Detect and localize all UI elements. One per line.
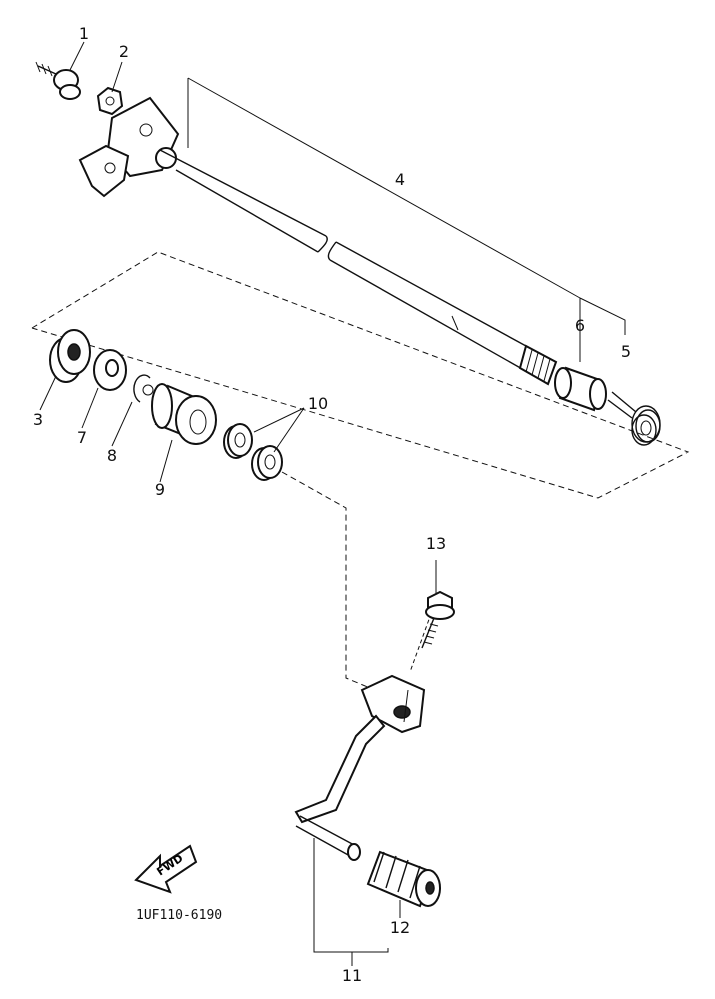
assembly-centerline [281, 471, 437, 689]
callout-2: 2 [118, 42, 130, 61]
callout-13: 13 [425, 534, 447, 553]
bolt-icon [421, 590, 455, 649]
collar-icon [554, 366, 607, 412]
shift-pedal-icon [294, 674, 426, 861]
spring-icon [607, 391, 661, 446]
callout-6: 6 [574, 316, 586, 335]
drawing-code: 1UF110-6190 [136, 908, 223, 923]
callout-12: 12 [389, 918, 411, 937]
callout-7: 7 [76, 428, 88, 447]
circlip-icon [133, 374, 154, 403]
collar-icon [151, 383, 217, 445]
oil-seal-icon [223, 423, 253, 459]
callout-10: 10 [307, 394, 329, 413]
callout-9: 9 [154, 480, 166, 499]
fwd-arrow-icon: FWD [134, 844, 198, 894]
washer-icon [93, 349, 127, 391]
leader-lines [39, 41, 437, 966]
bolt-icon [35, 61, 81, 100]
shaft-group-bracket [187, 77, 626, 362]
callout-8: 8 [106, 446, 118, 465]
nut-icon [96, 86, 124, 116]
callout-1: 1 [78, 24, 90, 43]
shift-shaft-icon [159, 149, 558, 386]
callout-3: 3 [32, 410, 44, 429]
callout-4: 4 [394, 170, 406, 189]
pedal-rubber-icon [366, 850, 441, 908]
callout-5: 5 [620, 342, 632, 361]
callout-11: 11 [341, 966, 363, 985]
oil-seal-icon [251, 445, 283, 481]
washer-row-alignment-box [31, 251, 690, 499]
shift-arm-icon [78, 96, 180, 198]
washer-icon [49, 329, 91, 383]
